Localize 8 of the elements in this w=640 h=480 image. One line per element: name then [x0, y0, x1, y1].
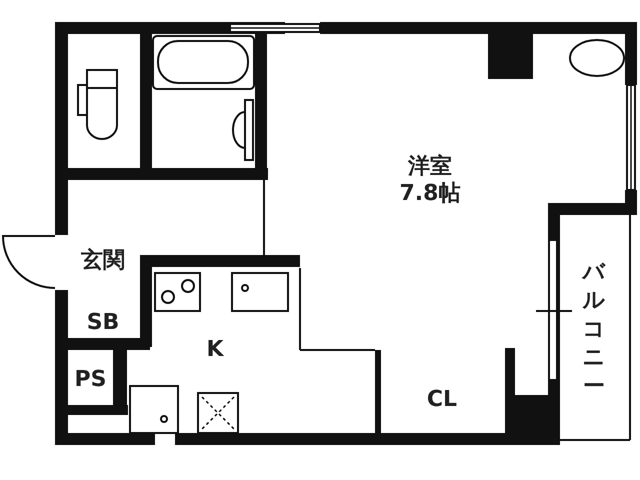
room-label: SB: [86, 309, 120, 337]
room-label: PS: [74, 366, 106, 394]
room-label: 玄関: [81, 247, 125, 275]
room-label: K: [206, 336, 224, 364]
room-label: CL: [426, 386, 458, 414]
room-size: 7.8帖: [400, 180, 460, 208]
room-label: バルコニー: [582, 258, 606, 401]
room-name: 洋室: [408, 152, 452, 180]
